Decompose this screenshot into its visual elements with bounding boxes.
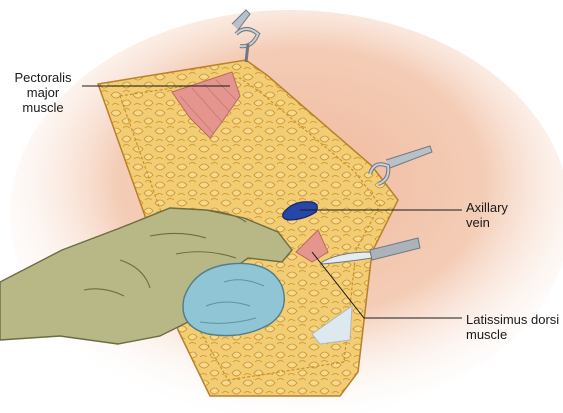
retractor-icon — [368, 145, 433, 186]
label-pectoralis-major: Pectoralis major muscle — [14, 70, 72, 115]
pectoralis-fibers — [179, 79, 237, 135]
leader-line-latissimus — [311, 251, 462, 319]
label-axillary-vein: Axillary vein — [466, 200, 508, 230]
retractor-icon — [231, 9, 261, 63]
sponge-icon — [182, 262, 285, 337]
axillary-vein — [282, 201, 318, 221]
latissimus-muscle — [295, 229, 329, 263]
label-latissimus-dorsi: Latissimus dorsi muscle — [466, 312, 560, 342]
scalpel-icon — [321, 237, 421, 265]
gloved-hand-icon — [0, 207, 293, 345]
drain-area — [311, 304, 353, 345]
